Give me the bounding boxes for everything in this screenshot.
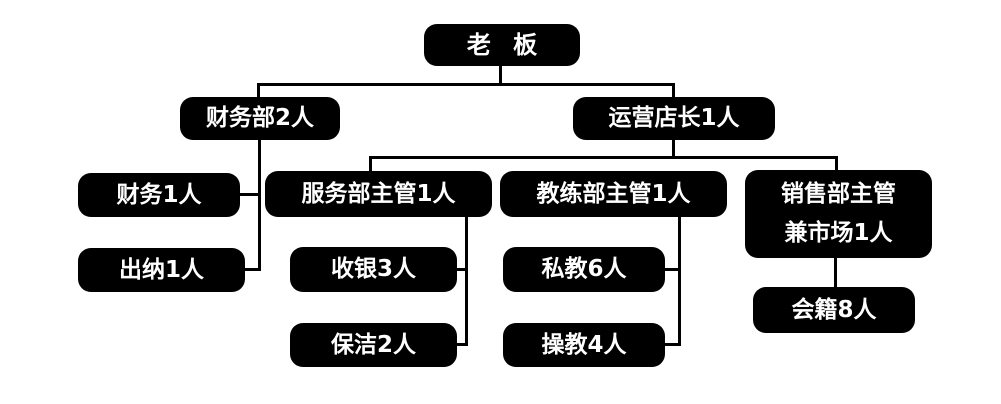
- org-node-personal-trainer: 私教6人: [503, 247, 665, 292]
- org-node-membership: 会籍8人: [753, 287, 915, 333]
- org-node-cashier: 出纳1人: [78, 248, 245, 292]
- org-node-checkout: 收银3人: [290, 247, 457, 292]
- edge-stub-cleaner: [456, 343, 467, 346]
- org-node-sales-supervisor: 销售部主管 兼市场1人: [745, 170, 932, 258]
- edge-service-branch: [465, 217, 468, 346]
- edge-drop-finance-dept: [257, 85, 260, 97]
- org-node-finance-dept: 财务部2人: [180, 97, 340, 140]
- edge-sales-down: [834, 258, 837, 288]
- org-node-coach-supervisor: 教练部主管1人: [500, 171, 727, 217]
- edge-drop-sales: [835, 158, 838, 170]
- org-node-boss: 老 板: [424, 24, 580, 66]
- org-node-cleaner: 保洁2人: [290, 323, 457, 367]
- org-node-service-supervisor: 服务部主管1人: [265, 171, 492, 217]
- org-node-finance-staff: 财务1人: [78, 173, 240, 217]
- edge-ops-down: [672, 140, 675, 158]
- edge-stub-group-coach: [664, 343, 680, 346]
- edge-level1-horizontal: [257, 83, 675, 86]
- edge-drop-ops-manager: [672, 85, 675, 97]
- edge-finance-branch: [258, 140, 261, 271]
- edge-stub-checkout: [456, 268, 467, 271]
- org-node-group-coach: 操教4人: [503, 323, 665, 367]
- edge-level2-horizontal: [369, 156, 838, 159]
- edge-coach-branch: [678, 217, 681, 346]
- edge-drop-service: [369, 158, 372, 171]
- edge-stub-cashier: [244, 268, 260, 271]
- edge-stub-personal-trainer: [664, 268, 680, 271]
- edge-stub-finance-staff: [239, 193, 259, 196]
- edge-boss-down: [499, 65, 502, 85]
- org-node-ops-manager: 运营店长1人: [573, 97, 775, 140]
